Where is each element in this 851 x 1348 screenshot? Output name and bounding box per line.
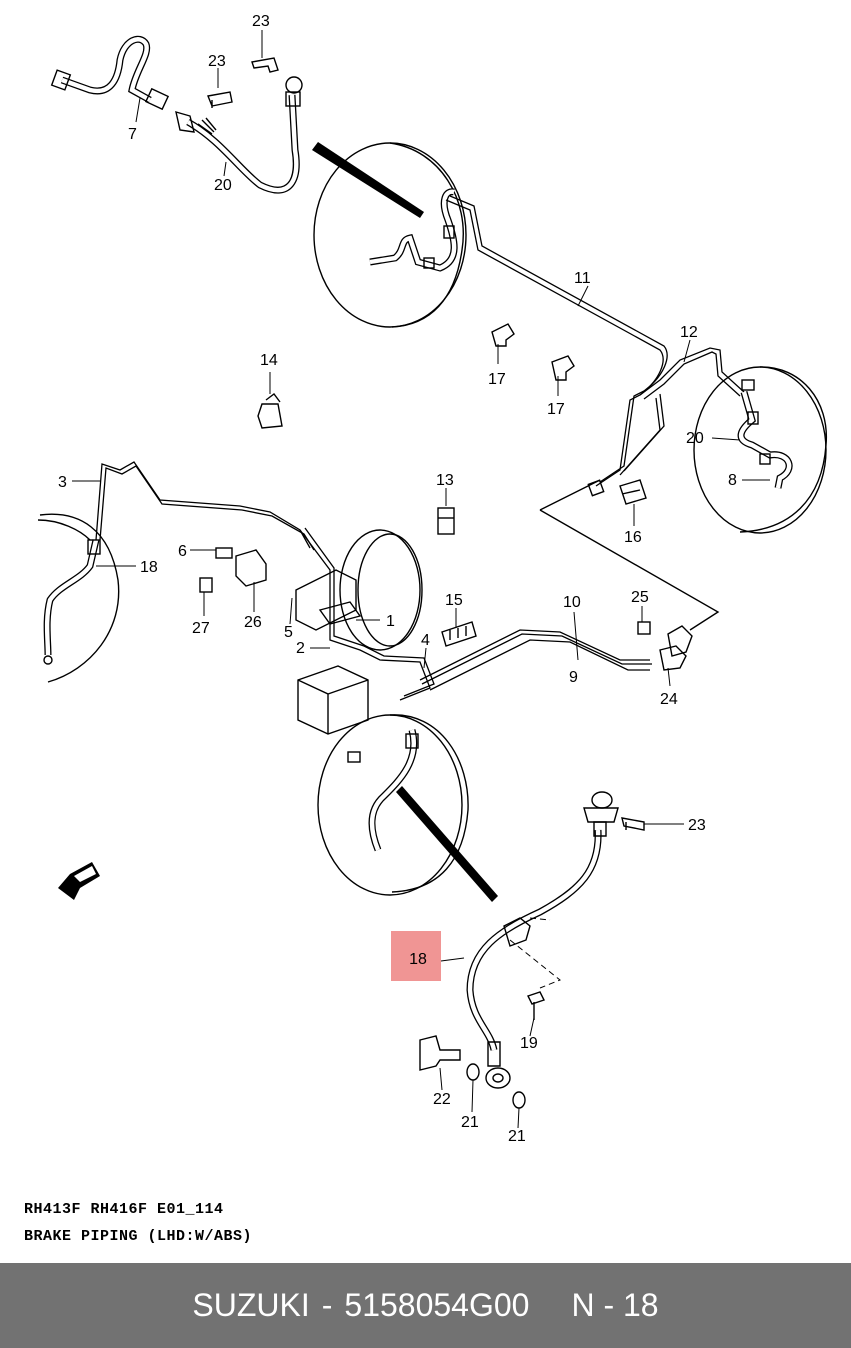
model-codes: RH413F RH416F E01_114: [24, 1201, 224, 1218]
brand-name: SUZUKI: [192, 1287, 310, 1323]
callout-5: 5: [284, 624, 293, 641]
diagram-reference: N - 18: [571, 1287, 659, 1323]
front-right-disc-assembly: [312, 142, 467, 328]
callout-labels: 23 23 7 20 11 12 14 17 17 20 8 3 13 16 6…: [58, 13, 737, 1145]
callout-19: 19: [520, 1035, 538, 1052]
part-info-footer: SUZUKI - 5158054G00 N - 18: [0, 1263, 851, 1348]
diagram-title: BRAKE PIPING (LHD:W/ABS): [24, 1228, 253, 1245]
callout-24: 24: [660, 691, 678, 708]
highlighted-part-label: 18: [409, 951, 427, 968]
master-cylinder-and-abs-unit: [190, 527, 693, 735]
brake-hose-18-assembly: [419, 791, 684, 1129]
rear-left-drum-assembly: [317, 714, 498, 902]
footer-separator: -: [321, 1287, 333, 1323]
rear-right-drum-assembly: [693, 366, 828, 534]
callout-11: 11: [574, 270, 591, 287]
callout-25: 25: [631, 589, 649, 606]
callout-1: 1: [386, 613, 395, 630]
main-brake-pipes: [445, 195, 745, 631]
callout-23: 23: [252, 13, 270, 30]
front-left-hose-assembly: [50, 30, 303, 194]
left-front-brake-assembly: [37, 461, 315, 683]
callout-15: 15: [445, 592, 463, 609]
callout-2: 2: [296, 640, 305, 657]
callout-4: 4: [421, 632, 430, 649]
callout-12: 12: [680, 324, 698, 341]
callout-13: 13: [436, 472, 454, 489]
callout-18: 18: [140, 559, 158, 576]
fwd-arrow: [58, 862, 100, 900]
clips-and-brackets: [257, 323, 647, 535]
callout-23: 23: [688, 817, 706, 834]
callout-20: 20: [686, 430, 704, 447]
callout-16: 16: [624, 529, 642, 546]
callout-26: 26: [244, 614, 262, 631]
highlighted-part-marker[interactable]: [391, 931, 441, 981]
callout-23: 23: [208, 53, 226, 70]
callout-27: 27: [192, 620, 210, 637]
callout-3: 3: [58, 474, 67, 491]
callout-17: 17: [488, 371, 506, 388]
callout-7: 7: [128, 126, 137, 143]
callout-20: 20: [214, 177, 232, 194]
callout-17: 17: [547, 401, 565, 418]
callout-22: 22: [433, 1091, 451, 1108]
callout-21: 21: [508, 1128, 526, 1145]
callout-9: 9: [569, 669, 578, 686]
brake-piping-diagram: 23 23 7 20 11 12 14 17 17 20 8 3 13 16 6…: [37, 13, 828, 1145]
callout-6: 6: [178, 543, 187, 560]
callout-10: 10: [563, 594, 581, 611]
part-number: 5158054G00: [344, 1287, 530, 1323]
callout-14: 14: [260, 352, 278, 369]
callout-21: 21: [461, 1114, 479, 1131]
callout-8: 8: [728, 472, 737, 489]
